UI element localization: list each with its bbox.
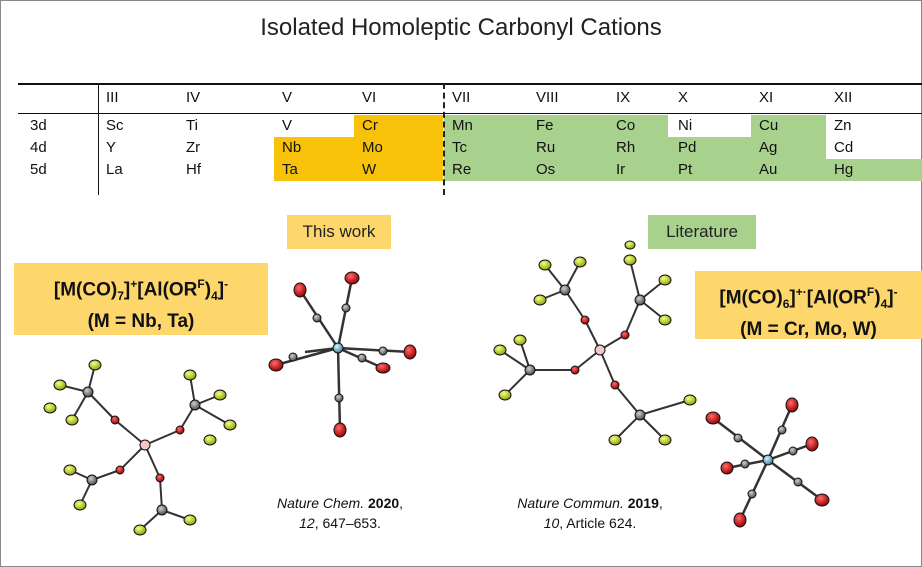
group-header: XI <box>759 89 774 106</box>
element-cell: Os <box>536 161 556 178</box>
element-cell: Hf <box>186 161 201 178</box>
table-header-rule <box>18 113 922 114</box>
element-cell: Ag <box>759 139 778 156</box>
element-cell: Tc <box>452 139 467 156</box>
group-header: III <box>106 89 119 106</box>
element-cell: V <box>282 117 293 134</box>
literature-tag: Literature <box>648 215 756 249</box>
group-header: IX <box>616 89 631 106</box>
element-cell: Ru <box>536 139 556 156</box>
alorf4-anion-structure-left <box>43 359 237 536</box>
alorf4-anion-structure-right <box>493 240 697 446</box>
element-cell: Cd <box>834 139 854 156</box>
element-cell: Pt <box>678 161 693 178</box>
cell-tc-ag-highlight <box>444 137 826 159</box>
citation-literature: Nature Commun. 2019, 10, Article 624. <box>490 493 690 533</box>
citation-this-work: Nature Chem. 2020, 12, 647–653. <box>250 493 430 533</box>
element-cell: Ta <box>282 161 298 178</box>
element-cell: Ir <box>616 161 626 178</box>
formula-box-this-work: [M(CO)7]+[Al(ORF)4]- (M = Nb, Ta) <box>14 263 268 335</box>
formula-line-1: [M(CO)6]+·[Al(ORF)4]- <box>719 285 898 312</box>
table-label-divider <box>98 83 99 195</box>
citation-line-1: Nature Chem. 2020, <box>276 495 404 511</box>
group-header: X <box>678 89 689 106</box>
cell-nb-mo-highlight <box>274 137 443 159</box>
group-header: VII <box>452 89 471 106</box>
element-cell: Cr <box>362 117 378 134</box>
group-header: IV <box>186 89 201 106</box>
element-cell: Fe <box>536 117 554 134</box>
citation-line-2: 10, Article 624. <box>543 515 637 531</box>
element-cell: Au <box>759 161 778 178</box>
group-divider-dashed <box>443 83 445 195</box>
group-header: V <box>282 89 293 106</box>
figure-title: Isolated Homoleptic Carbonyl Cations <box>260 14 662 41</box>
element-cell: W <box>362 161 377 178</box>
element-cell: Hg <box>834 161 854 178</box>
formula-line-1: [M(CO)7]+[Al(ORF)4]- <box>53 277 229 304</box>
element-cell: Pd <box>678 139 697 156</box>
cell-cu-highlight <box>751 115 826 137</box>
element-cell: Mo <box>362 139 383 156</box>
citation-line-1: Nature Commun. 2019, <box>517 495 663 511</box>
element-cell: Re <box>452 161 472 178</box>
cell-ta-w-highlight <box>274 159 443 181</box>
element-cell: Ti <box>186 117 198 134</box>
mco7-cation-structure <box>268 271 417 438</box>
element-cell: Zr <box>186 139 201 156</box>
group-header: VI <box>362 89 377 106</box>
cell-cr-highlight <box>354 115 443 137</box>
group-header: VIII <box>536 89 559 106</box>
element-cell: Sc <box>106 117 124 134</box>
formula-line-2: (M = Nb, Ta) <box>87 311 195 333</box>
element-cell: Rh <box>616 139 636 156</box>
formula-box-literature: [M(CO)6]+·[Al(ORF)4]- (M = Cr, Mo, W) <box>695 271 922 340</box>
citation-line-2: 12, 647–653. <box>299 515 381 531</box>
element-cell: Cu <box>759 117 779 134</box>
element-cell: Co <box>616 117 636 134</box>
mco6-cation-structure <box>705 397 830 528</box>
element-cell: Ni <box>678 117 693 134</box>
element-cell: Mn <box>452 117 473 134</box>
period-label: 5d <box>30 161 47 178</box>
element-cell: Nb <box>282 139 302 156</box>
table-top-rule <box>18 83 922 85</box>
element-cell: Y <box>106 139 117 156</box>
element-cell: La <box>106 161 123 178</box>
formula-line-2: (M = Cr, Mo, W) <box>740 319 877 341</box>
cell-mn-co-highlight <box>444 115 668 137</box>
period-label: 4d <box>30 139 47 156</box>
this-work-tag: This work <box>287 215 391 249</box>
period-label: 3d <box>30 117 47 134</box>
element-cell: Zn <box>834 117 852 134</box>
cell-re-hg-highlight <box>444 159 922 181</box>
group-header: XII <box>834 89 853 106</box>
